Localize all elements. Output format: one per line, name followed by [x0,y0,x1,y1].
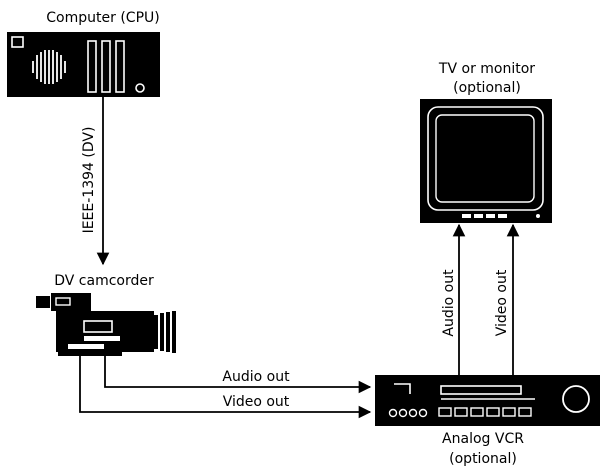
audio-out-label-horizontal: Audio out [222,369,290,385]
computer-tower-icon [7,32,160,97]
analog-vcr-icon [375,375,600,426]
tv-monitor-icon [420,99,552,223]
vcr-label-line1: Analog VCR [442,431,524,447]
audio-out-label-vertical: Audio out [441,269,457,337]
audio-out-cable [104,356,372,394]
video-out-label-vertical: Video out [494,269,510,336]
vcr-label-line2: (optional) [449,451,517,467]
tv-label-line1: TV or monitor [438,61,535,77]
video-out-label-horizontal: Video out [223,394,290,410]
computer-label: Computer (CPU) [46,10,159,26]
video-out-cable [79,352,372,419]
tv-label-line2: (optional) [453,80,521,96]
dv-camcorder-icon [36,293,176,356]
camcorder-label: DV camcorder [54,273,154,289]
ieee1394-label: IEEE-1394 (DV) [81,127,97,234]
